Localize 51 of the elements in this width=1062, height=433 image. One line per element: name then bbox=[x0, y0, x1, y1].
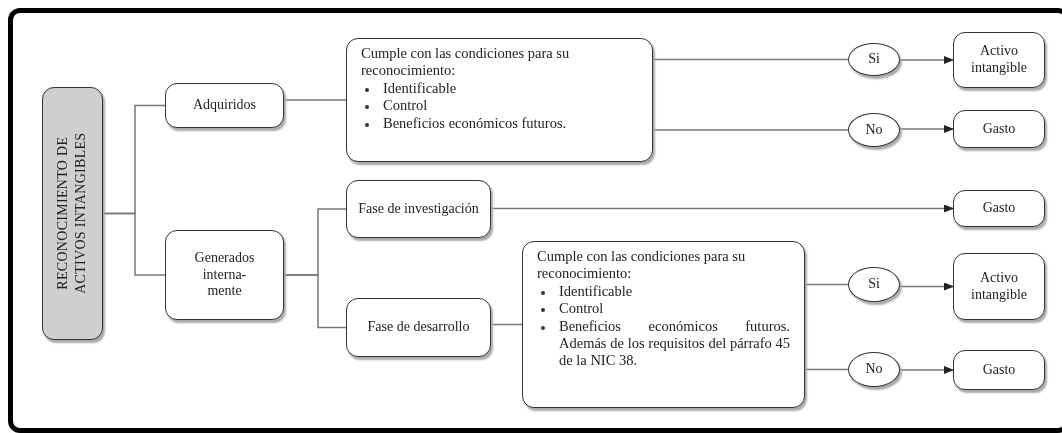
connector-line bbox=[804, 283, 849, 286]
process-box bbox=[522, 241, 805, 408]
node-label: Activo intangible bbox=[970, 43, 1028, 77]
title-box bbox=[42, 87, 103, 340]
connector-line bbox=[102, 212, 166, 276]
bullet-text: Beneficios económicos futuros. bbox=[383, 114, 567, 131]
decision-ellipse bbox=[848, 267, 900, 302]
connector-line bbox=[283, 274, 347, 329]
process-box bbox=[165, 83, 284, 128]
node-label: Gasto bbox=[981, 361, 1017, 379]
node-label: Fase de desarrollo bbox=[366, 319, 471, 336]
process-box bbox=[953, 350, 1045, 390]
process-box bbox=[165, 230, 284, 320]
connector-line bbox=[652, 129, 849, 131]
arrow bbox=[899, 56, 954, 64]
arrow bbox=[899, 125, 954, 133]
decision-ellipse bbox=[848, 352, 900, 387]
node-label: Si bbox=[867, 276, 881, 293]
title-text: RECONOCIMIENTO DE ACTIVOS INTANGIBLES bbox=[54, 131, 90, 297]
connector-line bbox=[490, 323, 523, 326]
process-box bbox=[346, 180, 491, 238]
node-label: Adquiridos bbox=[192, 97, 257, 114]
arrow bbox=[899, 366, 954, 374]
bullet-text: Identificable bbox=[383, 79, 457, 96]
condition-text: Cumple con las condiciones para su reconocimiento: bbox=[361, 45, 571, 80]
bullet-text: Control bbox=[559, 300, 604, 317]
decision-ellipse bbox=[848, 43, 900, 76]
bullet-text: Control bbox=[383, 97, 428, 114]
node-label: Generados interna- mente bbox=[193, 249, 256, 301]
process-box bbox=[953, 110, 1045, 148]
node-label: Si bbox=[867, 51, 881, 68]
connector-line bbox=[652, 58, 849, 61]
connector-line bbox=[283, 99, 347, 101]
process-box bbox=[346, 38, 653, 162]
node-label: No bbox=[864, 361, 884, 378]
connector-line bbox=[804, 368, 849, 371]
process-box bbox=[953, 32, 1045, 88]
condition-text: Cumple con las condiciones para su reconocimiento: bbox=[537, 248, 747, 283]
node-label: Gasto bbox=[981, 120, 1017, 138]
arrow bbox=[490, 204, 954, 213]
node-label: Gasto bbox=[981, 200, 1017, 217]
arrow bbox=[899, 282, 954, 291]
bullet-text: Identificable bbox=[559, 282, 633, 299]
node-label: No bbox=[864, 121, 884, 139]
node-label: Activo intangible bbox=[970, 269, 1028, 304]
bullet-text: Beneficios económicos futuros. Además de los requisitos del párrafo 45 de la NIC 38. bbox=[559, 317, 790, 369]
node-label: Fase de investigación bbox=[357, 200, 480, 218]
process-box bbox=[346, 298, 491, 357]
decision-ellipse bbox=[848, 113, 900, 147]
process-box bbox=[953, 253, 1045, 320]
process-box bbox=[953, 190, 1045, 227]
